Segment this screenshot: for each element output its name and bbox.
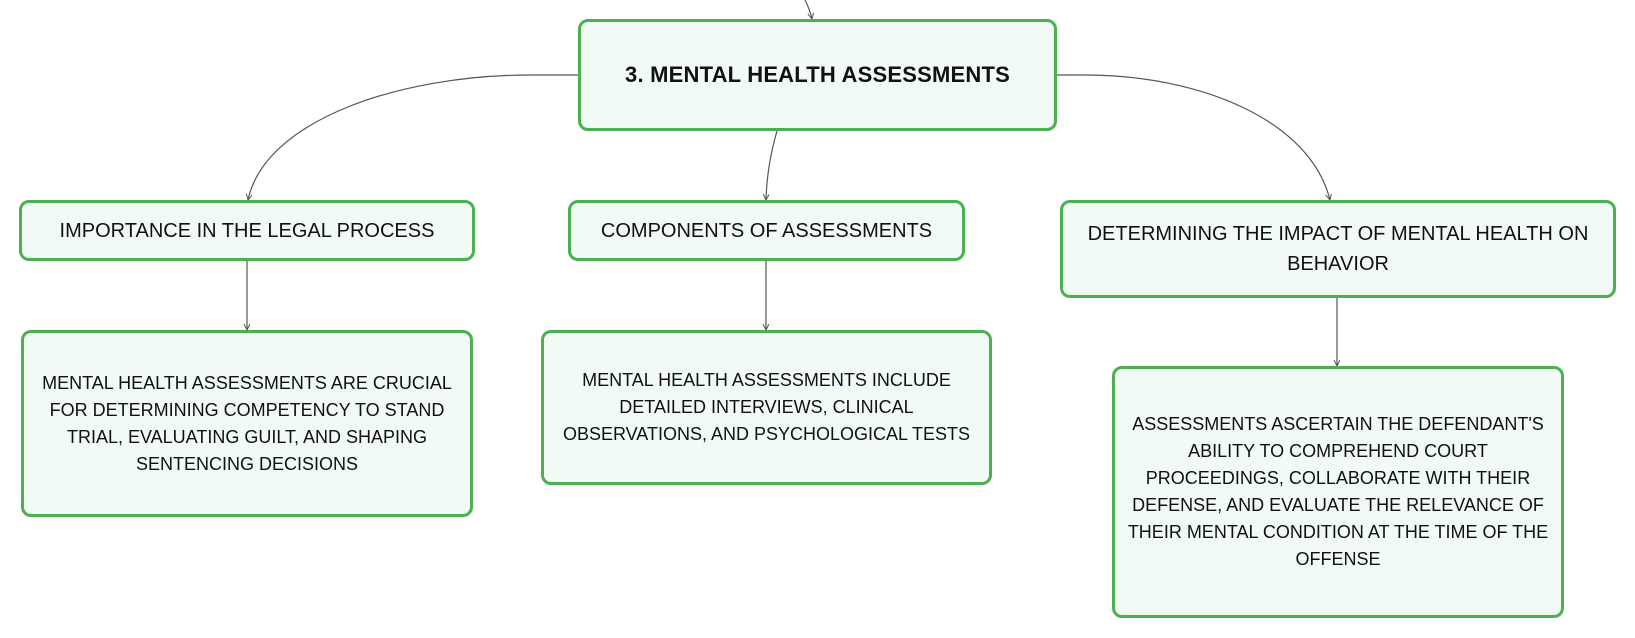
branch-node-label: IMPORTANCE IN THE LEGAL PROCESS [59, 219, 435, 242]
detail-node-components[interactable]: MENTAL HEALTH ASSESSMENTS INCLUDE DETAIL… [541, 330, 992, 485]
connector-from-parent [804, 0, 812, 19]
branch-node-importance[interactable]: IMPORTANCE IN THE LEGAL PROCESS [19, 200, 475, 261]
root-node[interactable]: 3. MENTAL HEALTH ASSESSMENTS [578, 19, 1057, 131]
detail-node-impact[interactable]: ASSESSMENTS ASCERTAIN THE DEFENDANT'S AB… [1112, 366, 1564, 618]
branch-node-impact[interactable]: DETERMINING THE IMPACT OF MENTAL HEALTH … [1060, 200, 1616, 298]
detail-node-text: MENTAL HEALTH ASSESSMENTS ARE CRUCIAL FO… [42, 372, 452, 474]
branch-node-label: COMPONENTS OF ASSESSMENTS [600, 219, 933, 242]
branch-node-components[interactable]: COMPONENTS OF ASSESSMENTS [568, 200, 965, 261]
detail-node-text: MENTAL HEALTH ASSESSMENTS INCLUDE DETAIL… [562, 370, 971, 444]
detail-node-text: ASSESSMENTS ASCERTAIN THE DEFENDANT'S AB… [1127, 414, 1549, 569]
root-node-label: 3. MENTAL HEALTH ASSESSMENTS [625, 62, 1010, 87]
connector-root-to-impact [1057, 74, 1330, 200]
detail-node-importance[interactable]: MENTAL HEALTH ASSESSMENTS ARE CRUCIAL FO… [21, 330, 473, 517]
connector-root-to-importance [248, 74, 578, 200]
branch-node-label: DETERMINING THE IMPACT OF MENTAL HEALTH … [1087, 223, 1589, 275]
connector-root-to-components [766, 130, 778, 200]
